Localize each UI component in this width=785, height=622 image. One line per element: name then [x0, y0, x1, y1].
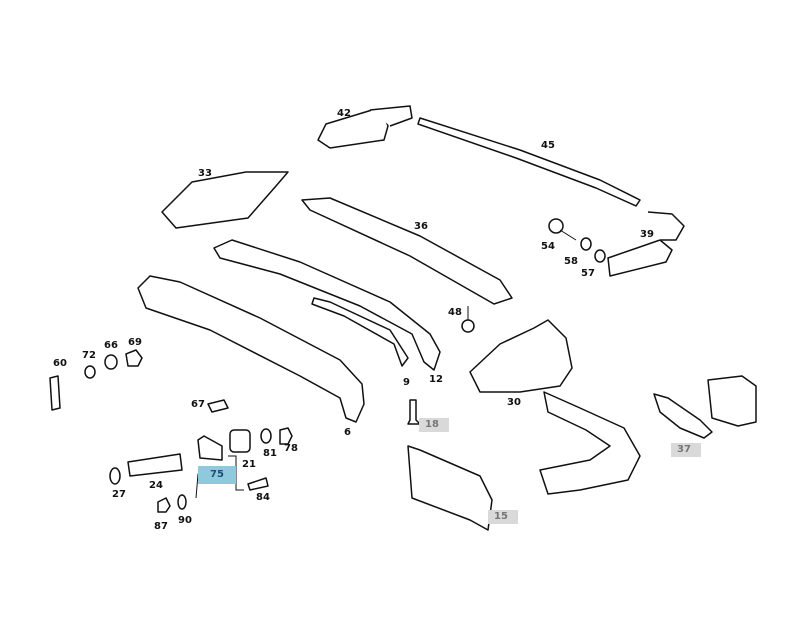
label-37[interactable]: 37: [671, 443, 701, 457]
part-58-washer: [580, 237, 592, 251]
label-12[interactable]: 12: [429, 374, 443, 385]
label-36[interactable]: 36: [414, 221, 428, 232]
part-48-screw: [461, 306, 475, 333]
label-66[interactable]: 66: [104, 340, 118, 351]
part-27-washer: [109, 467, 121, 485]
label-48[interactable]: 48: [448, 307, 462, 318]
part-30-corner: [469, 319, 573, 393]
label-75[interactable]: 75: [198, 466, 236, 484]
part-67-clip: [207, 399, 229, 413]
part-45-rail: [417, 117, 641, 207]
label-6[interactable]: 6: [344, 427, 351, 438]
part-15-panel: [407, 445, 493, 531]
label-27[interactable]: 27: [112, 489, 126, 500]
part-87-nut: [157, 497, 171, 513]
part-24-shaft: [127, 453, 183, 477]
label-78[interactable]: 78: [284, 443, 298, 454]
label-9[interactable]: 9: [403, 377, 410, 388]
label-24[interactable]: 24: [149, 480, 163, 491]
label-84[interactable]: 84: [256, 492, 270, 503]
label-60[interactable]: 60: [53, 358, 67, 369]
label-58[interactable]: 58: [564, 256, 578, 267]
part-37-lamp: [707, 375, 757, 427]
part-37-gasket: [653, 393, 713, 439]
label-54[interactable]: 54: [541, 241, 555, 252]
label-30[interactable]: 30: [507, 397, 521, 408]
label-15[interactable]: 15: [488, 510, 518, 524]
label-81[interactable]: 81: [263, 448, 277, 459]
label-18[interactable]: 18: [419, 418, 449, 432]
part-39-bracket: [607, 239, 673, 277]
label-69[interactable]: 69: [128, 337, 142, 348]
part-90-washer: [177, 494, 187, 510]
label-45[interactable]: 45: [541, 140, 555, 151]
part-69-nut: [125, 349, 143, 367]
part-33-guard: [161, 171, 289, 229]
part-66-washer: [104, 354, 118, 370]
part-36-strip: [301, 197, 513, 305]
part-9-strip: [311, 297, 409, 367]
part-81-washer: [260, 428, 272, 444]
label-21[interactable]: 21: [242, 459, 256, 470]
label-42[interactable]: 42: [337, 108, 351, 119]
label-57[interactable]: 57: [581, 268, 595, 279]
part-54-bolt: [548, 218, 577, 241]
label-87[interactable]: 87: [154, 521, 168, 532]
part-60-bracket: [49, 375, 61, 411]
part-75-plate: [197, 435, 223, 461]
part-84-bolt: [247, 477, 269, 491]
part-78-nut: [279, 427, 293, 445]
label-90[interactable]: 90: [178, 515, 192, 526]
part-corner-trim: [539, 391, 641, 495]
part-6-bumper: [137, 275, 365, 423]
label-72[interactable]: 72: [82, 350, 96, 361]
part-72-washer: [84, 365, 96, 379]
part-12-bumper: [213, 239, 441, 371]
label-39[interactable]: 39: [640, 229, 654, 240]
part-21-rubber: [229, 429, 251, 453]
label-33[interactable]: 33: [198, 168, 212, 179]
label-67[interactable]: 67: [191, 399, 205, 410]
part-57-washer: [594, 249, 606, 263]
